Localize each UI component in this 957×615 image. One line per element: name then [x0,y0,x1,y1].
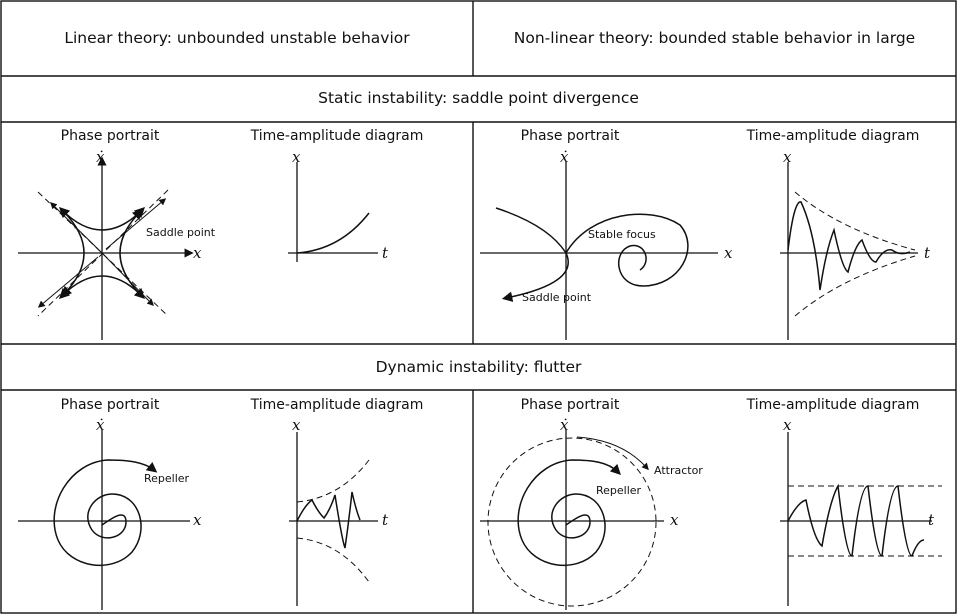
axis-label-t: t [382,244,389,262]
header-linear-theory: Linear theory: unbounded unstable behavi… [64,29,410,47]
panel-title-phase-portrait: Phase portrait [60,397,160,413]
annotation-attractor: Attractor [654,464,703,477]
axis-label-xdot: ẋ [96,416,105,434]
axis-label-x: x [292,148,301,166]
panel-title-phase-portrait: Phase portrait [520,128,620,144]
panel-title-time-amplitude: Time-amplitude diagram [746,397,920,413]
axis-label-x: x [292,416,301,434]
panel-title-time-amplitude: Time-amplitude diagram [250,128,424,144]
section-dynamic-instability: Dynamic instability: flutter [375,358,582,376]
annotation-saddle-point: Saddle point [146,226,216,239]
panel-title-time-amplitude: Time-amplitude diagram [250,397,424,413]
axis-label-xdot: ẋ [560,416,569,434]
axis-label-x: x [670,511,679,529]
panel-title-phase-portrait: Phase portrait [520,397,620,413]
annotation-stable-focus: Stable focus [588,228,656,241]
axis-label-xdot: ẋ [560,148,569,166]
annotation-repeller: Repeller [596,484,642,497]
annotation-repeller: Repeller [144,472,190,485]
axis-label-t: t [382,511,389,529]
annotation-saddle-point: Saddle point [522,291,592,304]
axis-label-t: t [928,511,935,529]
panel-title-time-amplitude: Time-amplitude diagram [746,128,920,144]
axis-label-x: x [724,244,733,262]
axis-label-x: x [193,244,202,262]
header-nonlinear-theory: Non-linear theory: bounded stable behavi… [513,29,916,47]
panel-title-phase-portrait: Phase portrait [60,128,160,144]
axis-label-t: t [924,244,931,262]
axis-label-x: x [193,511,202,529]
axis-label-xdot: ẋ [96,148,105,166]
section-static-instability: Static instability: saddle point diverge… [318,89,639,107]
axis-label-x: x [783,416,792,434]
axis-label-x: x [783,148,792,166]
